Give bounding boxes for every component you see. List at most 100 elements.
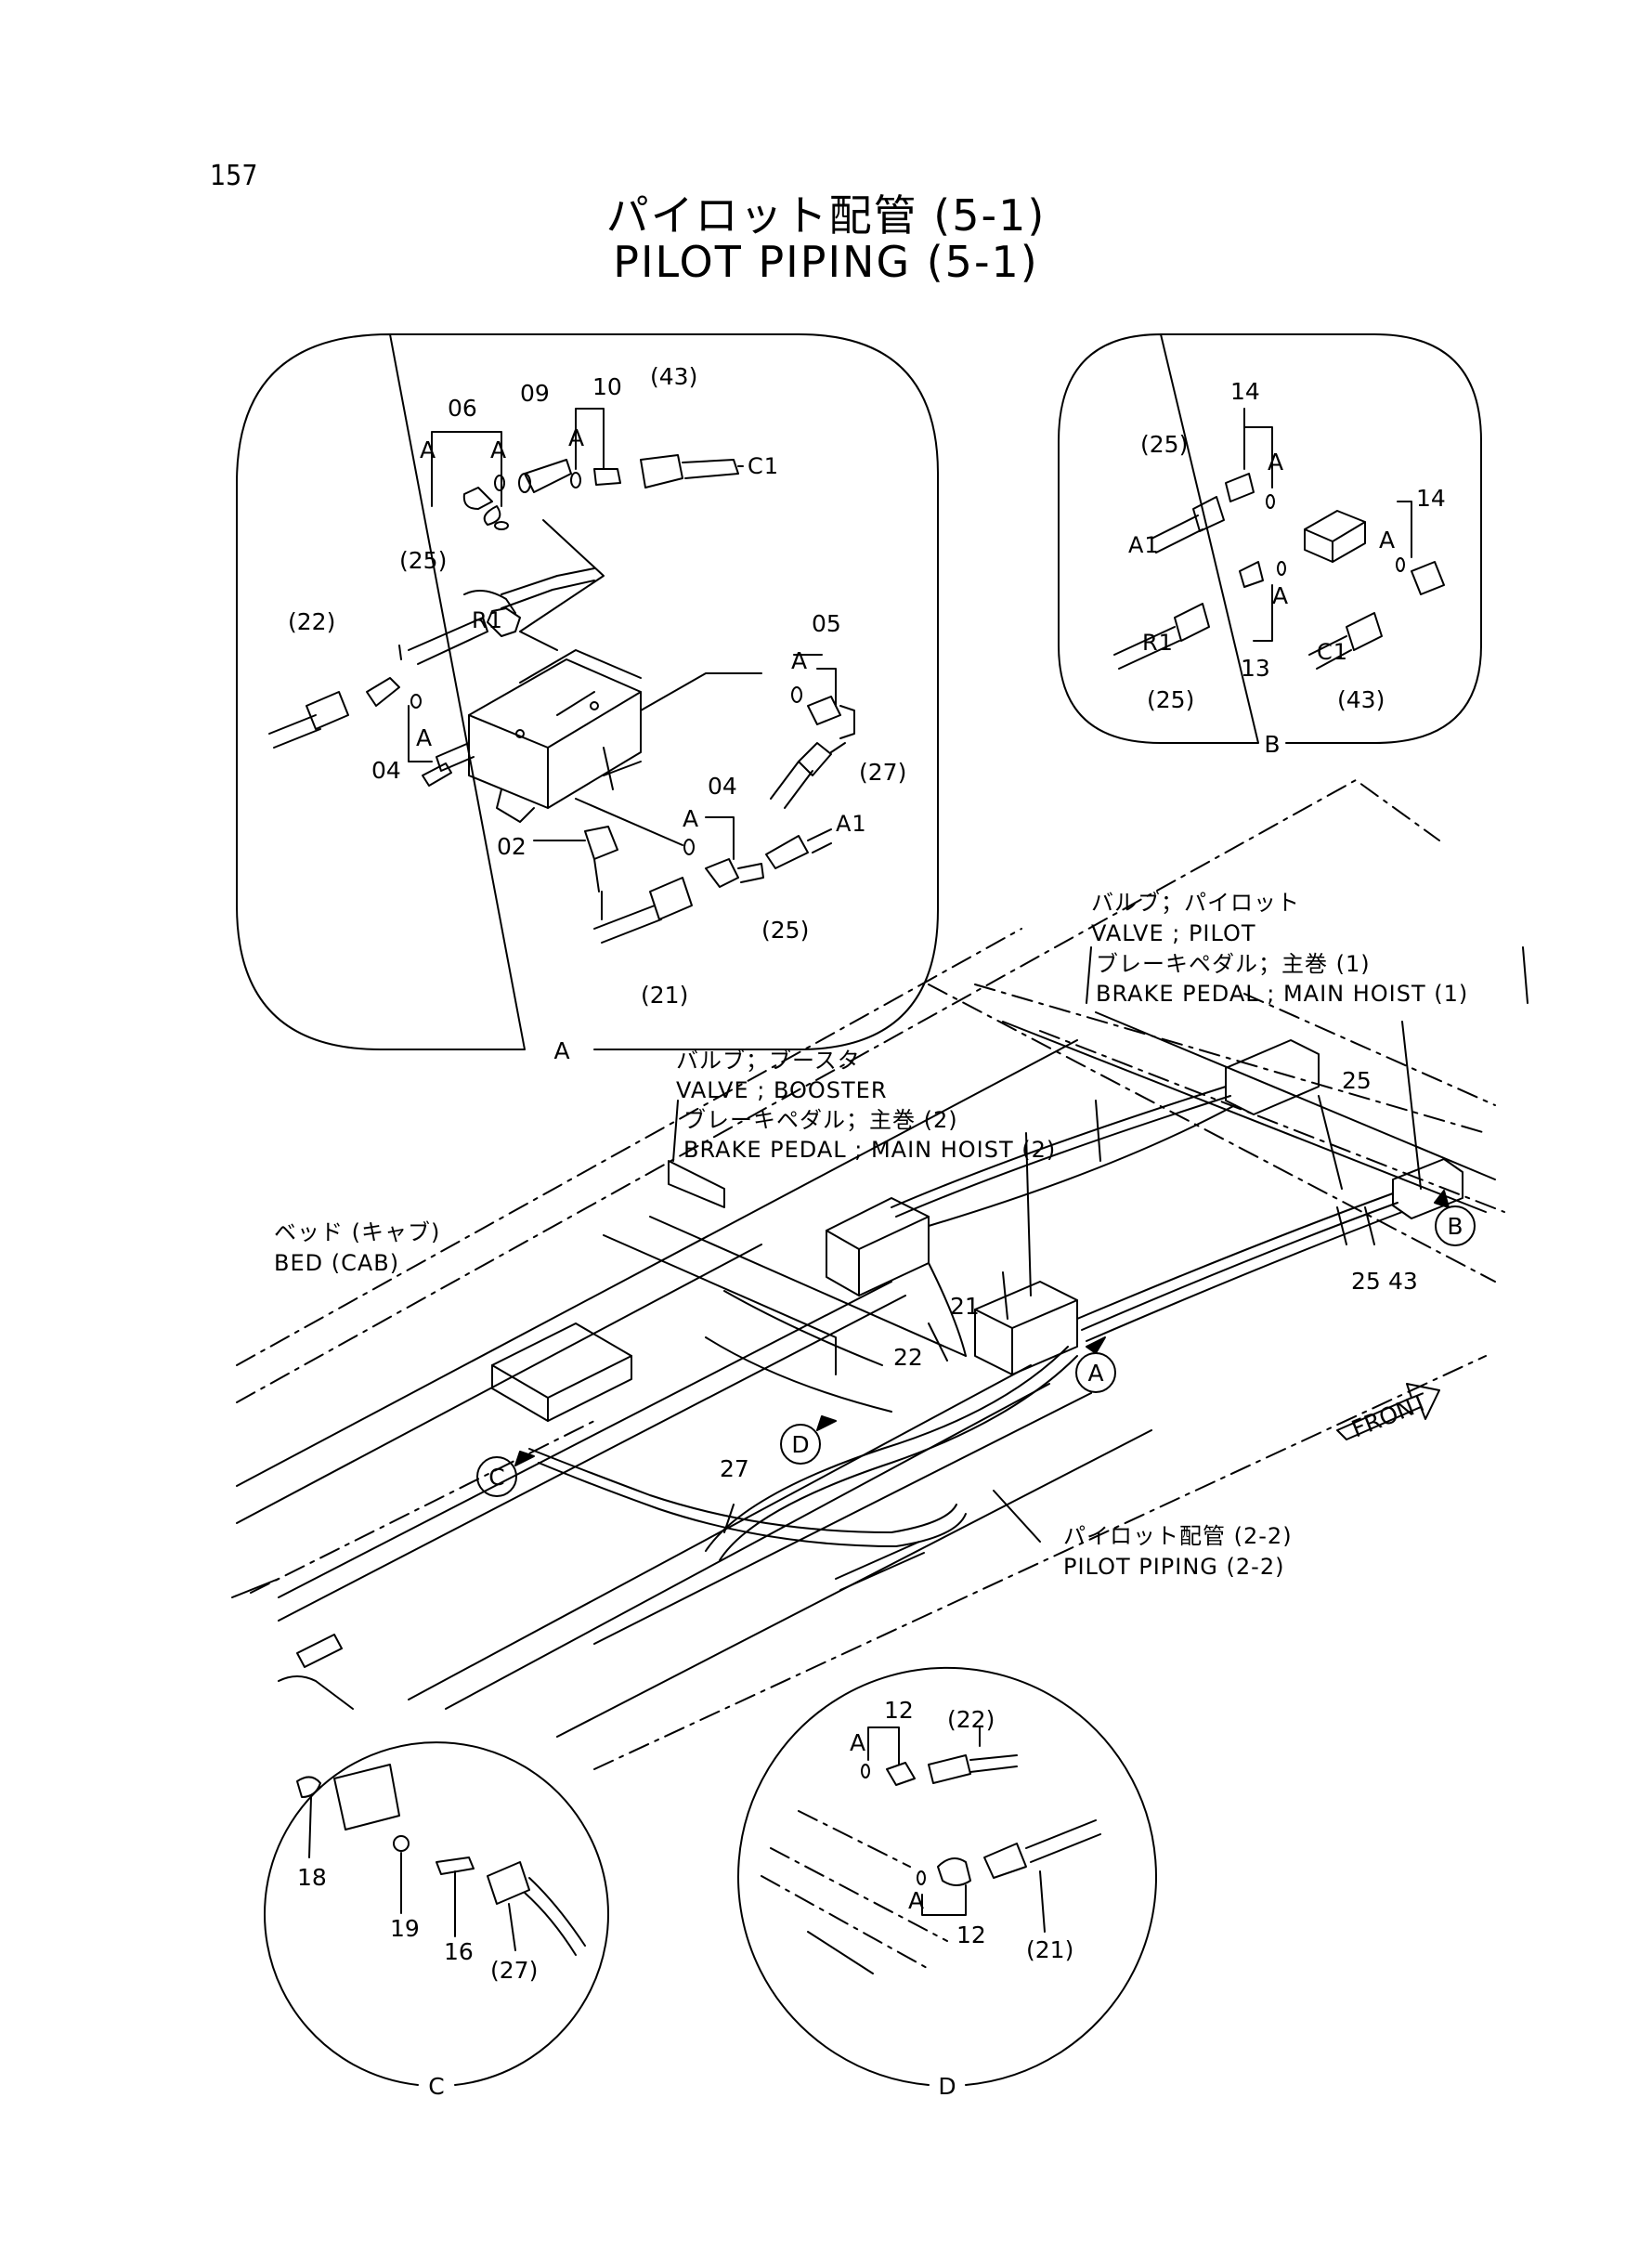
a-mark: A — [1268, 449, 1283, 476]
callout-10: 10 — [592, 373, 622, 400]
a-mark: A — [850, 1729, 865, 1756]
booster-valve-icon — [826, 1197, 930, 1296]
callout-22-main: 22 — [893, 1344, 923, 1371]
elbow-04-lower-icon — [705, 858, 739, 888]
bed-outline — [236, 779, 1505, 1770]
label-bed-jp: ベッド (キャブ) — [274, 1219, 440, 1245]
callout-12: 12 — [884, 1697, 914, 1724]
valve-block-icon — [1304, 510, 1366, 563]
label-valve-pilot-jp: バルブ；パイロット — [1091, 890, 1300, 916]
callout-25-main: 25 — [1351, 1268, 1381, 1295]
ref-label-b: B — [1447, 1213, 1463, 1240]
callout-14: 14 — [1230, 378, 1260, 405]
callout-25-upper: (25) — [399, 547, 447, 574]
detail-c-frame-label: C — [428, 2073, 444, 2100]
callout-04-lower: 04 — [708, 773, 737, 800]
label-valve-booster-jp: バルブ；ブースタ — [676, 1048, 861, 1074]
ref-label-c: C — [488, 1464, 504, 1491]
hose-25-b-lower-icon — [1174, 603, 1210, 642]
ref-circle-c — [476, 1456, 517, 1497]
fitting-09-icon — [524, 459, 572, 493]
a-mark: A — [420, 436, 436, 463]
elbow-04-icon — [366, 677, 400, 707]
elbow-14-icon — [1225, 473, 1255, 502]
callout-05: 05 — [812, 610, 841, 637]
a-mark: A — [568, 424, 584, 451]
fitting-43-icon — [640, 454, 683, 489]
callout-43: (43) — [650, 363, 697, 390]
callout-13: 13 — [1241, 655, 1270, 682]
fitting-22-d-icon — [928, 1754, 971, 1784]
a-mark: A — [416, 724, 432, 751]
detail-a-frame-label: A — [553, 1037, 569, 1064]
hose-bundle — [296, 1086, 1403, 1668]
callout-22-d: (22) — [947, 1706, 995, 1733]
page-number: 157 — [210, 160, 258, 192]
callout-27-c: (27) — [490, 1957, 538, 1984]
pipe-tag-a1: A1 — [836, 811, 867, 837]
fitting-27-c-icon — [487, 1861, 530, 1905]
a-mark: A — [1272, 582, 1288, 609]
label-valve-booster-en: VALVE ; BOOSTER — [676, 1077, 888, 1103]
pilot-valve-body — [422, 649, 642, 823]
detail-d-frame — [737, 1666, 1157, 2086]
valve-block-upper-icon — [1225, 1039, 1320, 1115]
detail-d — [737, 1666, 1157, 2086]
detail-b: B — [1058, 333, 1482, 758]
callout-21-d: (21) — [1026, 1936, 1073, 1963]
bolt-16-icon — [436, 1857, 475, 1875]
detail-b-frame-label: B — [1264, 731, 1280, 758]
label-brake-pedal-1-jp: ブレーキペダル；主巻 (1) — [1096, 951, 1371, 977]
label-pilot-piping-2-2-jp: パイロット配管 (2-2) — [1063, 1523, 1293, 1549]
pipe-tag-r1: R1 — [472, 607, 503, 633]
elbow-14-right-icon — [1411, 561, 1445, 595]
ref-circle-b — [1435, 1205, 1476, 1246]
fitting-06-icon — [483, 505, 501, 526]
label-brake-pedal-2-en: BRAKE PEDAL ; MAIN HOIST (2) — [683, 1137, 1056, 1163]
nut-12-lower-icon — [937, 1857, 971, 1886]
pipe-tag-r1-b: R1 — [1142, 630, 1174, 656]
hose-25-lower-fitting-icon — [765, 835, 809, 869]
label-brake-pedal-2-jp: ブレーキペダル；主巻 (2) — [683, 1107, 958, 1133]
a-mark: A — [683, 805, 698, 832]
front-arrow-icon — [1336, 1383, 1440, 1440]
a-mark: A — [791, 647, 807, 674]
hose-22-fitting-icon — [306, 691, 349, 730]
callout-12-lower: 12 — [956, 1922, 986, 1948]
label-valve-pilot-en: VALVE ; PILOT — [1091, 920, 1256, 946]
ref-circle-d — [780, 1424, 821, 1465]
callout-22: (22) — [288, 608, 335, 635]
detail-c-frame — [264, 1741, 609, 2086]
title-english: PILOT PIPING (5-1) — [613, 237, 1039, 287]
leader-line — [519, 519, 605, 651]
switch-02-icon — [584, 826, 618, 860]
detail-b-frame — [1058, 333, 1482, 744]
label-brake-pedal-1-en: BRAKE PEDAL ; MAIN HOIST (1) — [1096, 981, 1468, 1007]
hose-25-b-icon — [1192, 496, 1225, 532]
pipe-tag-c1-b: C1 — [1317, 639, 1348, 665]
callout-25-main-top: 25 — [1342, 1067, 1372, 1094]
callout-09: 09 — [520, 380, 550, 407]
hose-43-b-icon — [1346, 612, 1383, 651]
callout-21: (21) — [641, 982, 688, 1009]
adapter-13-icon — [1239, 561, 1264, 588]
fitting-21-d-icon — [983, 1843, 1027, 1879]
ref-label-d: D — [791, 1431, 809, 1458]
callout-16: 16 — [444, 1938, 474, 1965]
hose-21-fitting-icon — [649, 877, 693, 920]
callout-25-lower: (25) — [761, 917, 809, 944]
title-japanese: パイロット配管 (5-1) — [605, 190, 1047, 241]
main-assembly-view — [231, 779, 1528, 1770]
pipe-tag-c1: C1 — [748, 453, 779, 479]
label-front: FRONT — [1347, 1388, 1432, 1442]
a-mark: A — [1379, 527, 1395, 554]
callout-06: 06 — [448, 395, 477, 422]
nut-12-icon — [886, 1762, 916, 1786]
label-bed-en: BED (CAB) — [274, 1250, 399, 1276]
callout-43-main: 43 — [1388, 1268, 1418, 1295]
washer-19-icon — [393, 1835, 410, 1852]
valve-block-b-icon — [1392, 1158, 1463, 1219]
fitting-10-icon — [593, 468, 621, 486]
detail-a: A — [236, 333, 939, 1064]
